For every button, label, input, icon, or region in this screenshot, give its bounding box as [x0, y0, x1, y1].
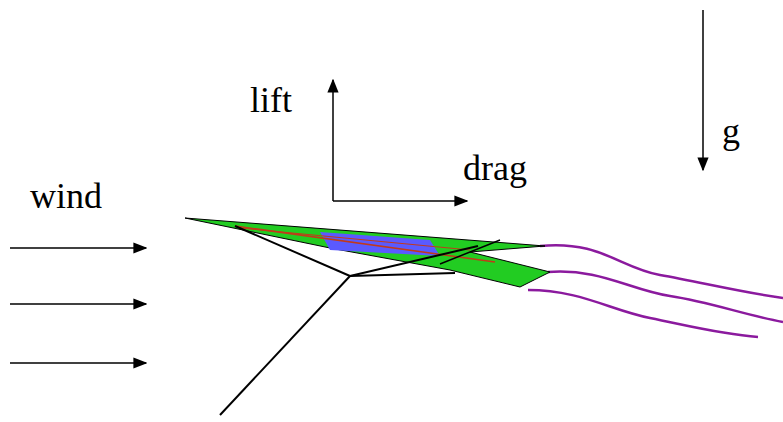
force-label: lift	[250, 82, 292, 118]
kite-bridle	[220, 226, 478, 415]
wind-label: wind	[30, 178, 102, 214]
force-label: g	[722, 113, 740, 149]
kite-sail	[185, 218, 550, 287]
wind-arrows	[10, 248, 146, 363]
kite-tails	[528, 245, 783, 337]
force-arrows	[333, 80, 467, 201]
gravity-arrow	[702, 10, 704, 170]
force-label: drag	[463, 150, 527, 186]
